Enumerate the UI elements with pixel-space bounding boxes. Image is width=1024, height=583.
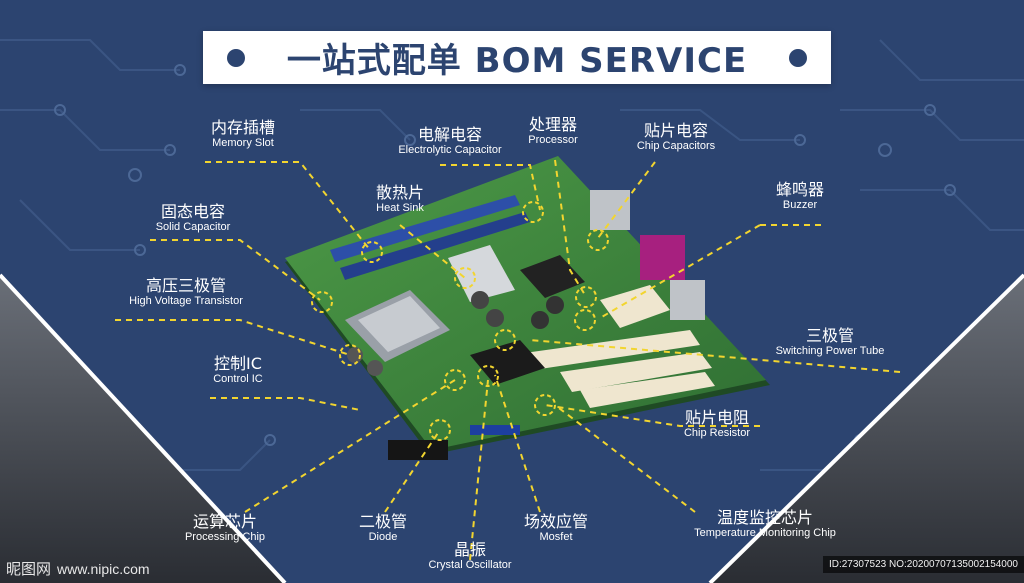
banner-dot-right — [789, 49, 807, 67]
banner-dot-left — [227, 49, 245, 67]
watermark: 昵图网 www.nipic.com — [6, 558, 150, 579]
title-banner: 一站式配单 BOM SERVICE — [203, 31, 831, 84]
watermark-site: www.nipic.com — [57, 561, 150, 577]
watermark-logo: 昵图网 — [6, 560, 52, 578]
id-bar: ID:27307523 NO:20200707135002154000 — [822, 556, 1024, 573]
motherboard-image — [285, 156, 770, 460]
highlight-circles — [311, 201, 609, 441]
page-title: 一站式配单 BOM SERVICE — [286, 41, 748, 81]
leader-lines — [115, 159, 901, 561]
